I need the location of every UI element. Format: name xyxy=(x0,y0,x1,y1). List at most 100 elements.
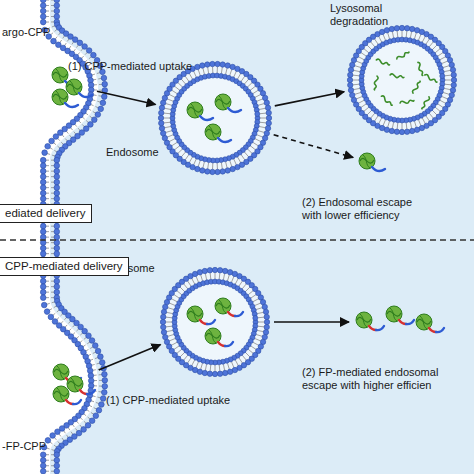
lipid-tail xyxy=(248,349,253,353)
lipid-head xyxy=(54,196,60,202)
lipid-head xyxy=(41,302,47,308)
lipid-tail xyxy=(212,67,213,73)
lipid-tail xyxy=(402,123,403,130)
lipid-tail xyxy=(230,69,232,75)
lipid-tail xyxy=(167,99,173,101)
lipid-head xyxy=(230,166,235,171)
lipid-head xyxy=(92,117,98,123)
lipid-tail xyxy=(444,70,450,71)
lipid-tail xyxy=(241,155,245,160)
lipid-head xyxy=(54,452,60,458)
lipid-tail xyxy=(429,113,433,118)
protein-fragment xyxy=(373,76,378,90)
lipid-tail xyxy=(184,355,188,360)
lipid-head xyxy=(45,143,51,149)
lipid-tail xyxy=(253,90,258,94)
fusion-peptide xyxy=(66,400,73,404)
lipid-tail xyxy=(371,113,375,118)
lipid-tail xyxy=(227,363,229,369)
lipid-head xyxy=(440,74,445,79)
lipid-head xyxy=(54,179,60,185)
node-shape xyxy=(44,356,96,408)
lipid-head xyxy=(348,67,353,72)
protein-fold xyxy=(57,366,64,379)
lipid-head xyxy=(77,40,83,46)
cpp-tag xyxy=(376,326,384,330)
lipid-tail xyxy=(422,118,425,124)
panel-label: ediated delivery xyxy=(0,204,92,223)
lipid-tail xyxy=(442,96,448,98)
protein-fold xyxy=(219,96,226,109)
lipid-tail xyxy=(178,82,183,86)
lipid-tail xyxy=(194,71,197,77)
lipid-head xyxy=(88,122,94,128)
lipid-tail xyxy=(442,61,448,63)
lipid-tail xyxy=(250,86,255,90)
lipid-head xyxy=(40,251,46,257)
lipid-head xyxy=(51,38,57,44)
lipid-head xyxy=(202,370,207,375)
lipid-head xyxy=(40,8,46,14)
lipid-tail xyxy=(166,326,172,328)
lipid-head xyxy=(409,128,414,133)
lipid-tail xyxy=(210,273,212,279)
cargo-protein xyxy=(187,306,215,324)
lipid-tail xyxy=(244,79,248,84)
lipid-head xyxy=(225,168,230,173)
cpp-tag xyxy=(200,116,213,120)
lipid-head xyxy=(160,131,165,136)
cargo-protein xyxy=(205,328,233,346)
lipid-tail xyxy=(189,73,192,79)
protein-fold xyxy=(219,300,226,313)
lipid-tail xyxy=(410,122,411,128)
lipid-head xyxy=(160,319,165,324)
lipid-tail xyxy=(238,157,241,163)
lipid-head xyxy=(54,289,60,295)
lipid-head xyxy=(102,372,108,378)
protein-fragment xyxy=(380,95,393,106)
lipid-head xyxy=(54,245,60,251)
lipid-head xyxy=(350,92,355,97)
lipid-head xyxy=(210,169,215,174)
lipid-tail xyxy=(217,163,218,169)
lipid-head xyxy=(264,314,269,319)
protein-fold xyxy=(390,308,397,321)
lipid-tail xyxy=(388,33,390,39)
lipid-tail xyxy=(388,121,390,127)
lipid-tail xyxy=(361,104,366,108)
lipid-head xyxy=(40,196,46,202)
lipid-head xyxy=(197,270,202,275)
lipid-tail xyxy=(259,127,265,128)
lipid-tail xyxy=(210,365,212,371)
lipid-tail xyxy=(175,146,180,150)
lipid-tail xyxy=(166,103,172,105)
cargo-protein xyxy=(67,376,95,394)
lipid-tail xyxy=(169,139,175,142)
lipid-tail xyxy=(397,123,399,129)
lipid-tail xyxy=(257,312,263,313)
lipid-tail xyxy=(239,281,243,286)
lipid-head xyxy=(40,3,46,9)
lipid-head xyxy=(217,371,222,376)
lipid-tail xyxy=(432,110,437,115)
node-label: (2) Endosomal escape with lower efficien… xyxy=(302,196,427,222)
lipid-tail xyxy=(178,149,183,153)
cpp-tag xyxy=(235,312,243,316)
lipid-head xyxy=(49,138,55,144)
lipid-tail xyxy=(358,57,364,60)
panel-label: CPP-mediated delivery xyxy=(0,257,129,276)
vesicle-lumen xyxy=(161,64,269,172)
lipid-head xyxy=(82,44,88,50)
lipid-tail xyxy=(221,67,223,73)
lipid-head xyxy=(57,130,63,136)
cpp-tag xyxy=(228,108,241,112)
cargo-protein xyxy=(53,386,81,404)
lipid-tail xyxy=(245,287,250,292)
lipid-tail xyxy=(166,322,173,323)
lipid-tail xyxy=(445,75,451,77)
lipid-tail xyxy=(355,66,361,68)
lipid-tail xyxy=(207,67,209,73)
lipid-head xyxy=(85,423,91,429)
lipid-head xyxy=(399,129,404,134)
lipid-head xyxy=(40,14,46,20)
